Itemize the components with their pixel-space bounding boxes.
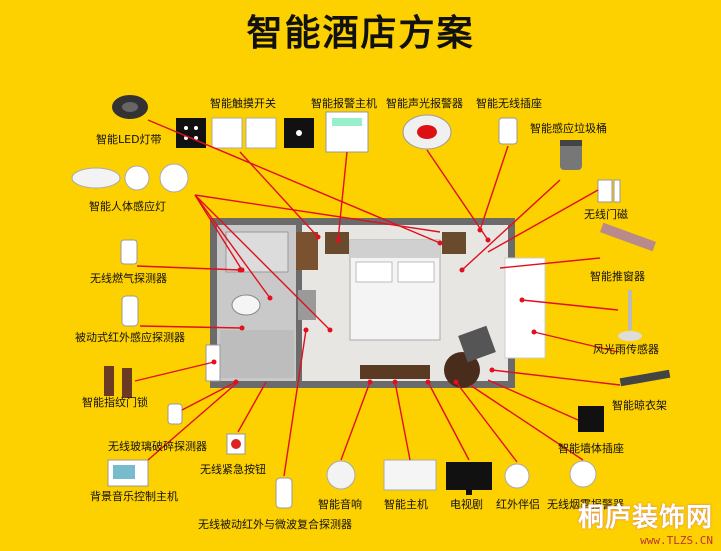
label-wind-rain-sensor: 风光雨传感器: [593, 343, 659, 356]
label-gas-detector: 无线燃气探测器: [90, 272, 167, 285]
label-glass-break: 无线玻璃破碎探测器: [108, 440, 207, 453]
watermark-name: 桐庐装饰网: [577, 503, 713, 533]
label-dual-detector: 无线被动红外与微波复合探测器: [198, 518, 352, 531]
watermark-url: www.TLZS.CN: [640, 534, 713, 547]
label-smart-host: 智能主机: [384, 498, 428, 511]
label-smart-speaker: 智能音响: [318, 498, 362, 511]
label-sensor-bin: 智能感应垃圾桶: [530, 122, 607, 135]
wall-socket-icon: [578, 406, 604, 432]
gas-detector-icon: [120, 239, 138, 265]
watermark: 桐庐装饰网 www.TLZS.CN: [578, 497, 713, 547]
label-led-strip: 智能LED灯带: [96, 133, 162, 146]
music-host-icon: [107, 459, 149, 487]
glass-break-icon: [167, 403, 183, 425]
window-pusher-icon: [599, 222, 657, 252]
label-wireless-socket: 智能无线插座: [476, 97, 542, 110]
sensor-bin-icon: [560, 140, 582, 170]
drying-rack-icon: [619, 369, 671, 387]
floor-plan: [205, 218, 546, 388]
tv-icon: [446, 462, 492, 495]
connection-lines: [134, 119, 621, 477]
siren-icon: [402, 114, 452, 150]
touch-switch-icon: [176, 117, 314, 149]
fingerprint-lock-icon: [104, 366, 132, 398]
label-wall-socket: 智能墙体插座: [558, 442, 624, 455]
label-window-pusher: 智能推窗器: [590, 270, 645, 283]
label-emergency-button: 无线紧急按钮: [200, 463, 266, 476]
device-icons: [71, 95, 671, 509]
dual-detector-icon: [275, 477, 293, 509]
led-strip-icon: [112, 95, 148, 119]
marker-dots: [211, 227, 537, 385]
label-sound-light-alarm: 智能声光报警器: [386, 97, 463, 110]
label-door-magnet: 无线门磁: [584, 208, 628, 221]
label-smoke-detector: 无线烟雾报警器: [547, 498, 624, 511]
door-magnet-icon: [597, 179, 621, 203]
smoke-detector-icon: [569, 460, 597, 488]
weather-sensor-icon: [618, 290, 642, 341]
pir-detector-icon: [121, 295, 139, 327]
ir-companion-icon: [504, 463, 530, 489]
label-music-host: 背景音乐控制主机: [90, 490, 178, 503]
label-ir-companion: 红外伴侣: [496, 498, 540, 511]
label-drying-rack: 智能晾衣架: [612, 399, 667, 412]
speaker-icon: [326, 460, 356, 490]
page-title: 智能酒店方案: [246, 13, 475, 54]
sensor-lamp-icon: [71, 163, 189, 193]
label-body-sensor-lamp: 智能人体感应灯: [89, 200, 166, 213]
smart-host-icon: [383, 459, 437, 491]
alarm-host-icon: [325, 111, 369, 153]
label-tv: 电视剧: [450, 498, 483, 511]
wireless-socket-icon: [498, 117, 518, 145]
emergency-button-icon: [226, 433, 246, 455]
label-touch-switch: 智能触摸开关: [210, 97, 276, 110]
label-fingerprint-lock: 智能指纹门锁: [82, 396, 148, 409]
label-pir-detector: 被动式红外感应探测器: [75, 331, 185, 344]
label-alarm-host: 智能报警主机: [311, 97, 377, 110]
